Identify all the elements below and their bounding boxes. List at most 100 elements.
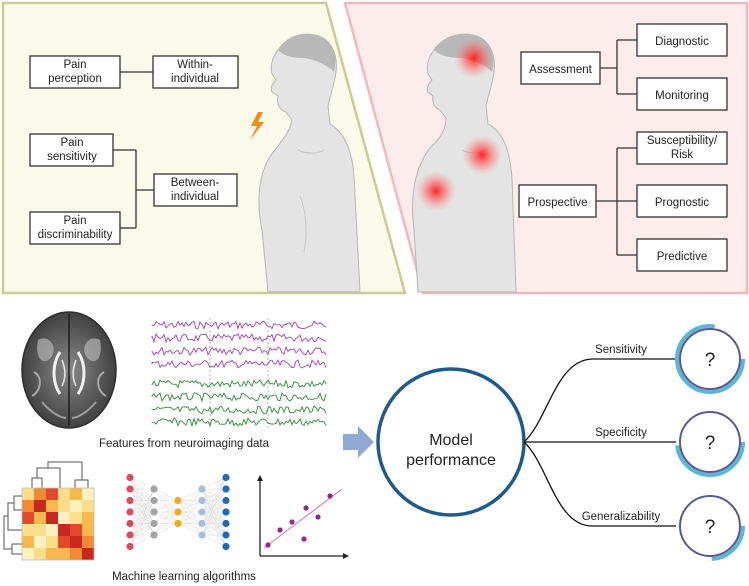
nn-node (150, 496, 158, 505)
diagnostic-label: Diagnostic (655, 36, 709, 48)
nn-connection (201, 523, 227, 536)
susceptibility-box: Susceptibility/ Risk (636, 131, 728, 165)
sensitivity-value: ? (705, 350, 716, 371)
features-caption: Features from neuroimaging data (99, 438, 270, 450)
nn-connection (153, 500, 179, 536)
heatmap-cell (34, 536, 46, 548)
heatmap-cell (58, 536, 70, 548)
pain-perception-line2: perception (48, 73, 102, 85)
nn-connection (129, 477, 155, 490)
heatmap-cell (34, 512, 46, 524)
predictive-box: Predictive (636, 238, 728, 272)
within-individual-line2: individual (171, 73, 219, 85)
nn-node (222, 508, 230, 516)
eeg-channel-trace (151, 392, 327, 403)
nn-connection (129, 500, 155, 547)
nn-node (198, 519, 206, 528)
pain-sensitivity-line1: Pain (60, 137, 83, 149)
pain-perception-line1: Pain (63, 59, 86, 71)
heatmap-cell (70, 536, 82, 548)
susceptibility-line2: Risk (671, 149, 694, 161)
pain-perception-box: Pain perception (29, 55, 121, 89)
nn-node (222, 473, 230, 482)
eeg-channel-trace (151, 320, 327, 331)
predictive-label: Predictive (657, 251, 708, 263)
nn-connection (177, 488, 203, 524)
metric-specificity: Specificity ? (595, 407, 745, 477)
monitoring-label: Monitoring (655, 90, 709, 102)
nn-node (222, 496, 230, 505)
nn-node (150, 485, 158, 493)
pain-discriminability-box: Pain discriminability (29, 211, 121, 245)
eeg-channel-trace (151, 405, 327, 415)
prospective-label: Prospective (527, 197, 587, 209)
right-connectors (596, 39, 637, 256)
nn-connection (201, 477, 227, 536)
nn-connection (201, 477, 227, 524)
eeg-channel-trace (151, 333, 327, 344)
nn-node (150, 519, 158, 528)
nn-connection (129, 488, 155, 536)
model-performance-line2: performance (406, 452, 496, 469)
pain-discriminability-line2: discriminability (38, 229, 113, 241)
heatmap-cell (82, 500, 94, 512)
nn-node (198, 485, 206, 493)
nn-node (198, 531, 206, 539)
between-individual-line1: Between- (171, 177, 220, 189)
nn-node (174, 519, 182, 528)
right-arrow-icon (343, 426, 374, 458)
heatmap-cell (70, 488, 82, 500)
heatmap-cell (58, 548, 70, 560)
nn-connection (201, 534, 227, 547)
nn-connection (201, 500, 227, 536)
heatmap-cell (82, 488, 94, 500)
nn-node (126, 542, 134, 551)
assessment-box: Assessment (520, 51, 601, 85)
monitoring-box: Monitoring (636, 77, 728, 111)
nn-node (150, 508, 158, 516)
ml-caption: Machine learning algorithms (112, 571, 256, 583)
metric-generalizability: Generalizability ? (582, 491, 745, 561)
pain-sensitivity-box: Pain sensitivity (29, 133, 114, 167)
nn-connection (129, 488, 155, 547)
specificity-value: ? (705, 433, 716, 454)
nn-node (198, 508, 206, 516)
heatmap-cell (82, 524, 94, 536)
model-performance-circle: Model performance (376, 367, 526, 517)
heatmap-cell (46, 500, 58, 512)
nn-connection (153, 511, 179, 536)
brain-axial-slice-image (21, 311, 117, 429)
within-individual-line1: Within- (177, 59, 213, 71)
eeg-channel-trace (151, 345, 327, 356)
heatmap-cell (46, 488, 58, 500)
nn-connection (153, 488, 179, 501)
heatmap-cell (46, 536, 58, 548)
nn-node (222, 519, 230, 528)
eeg-channel-trace (151, 358, 327, 369)
heatmap-cell (70, 512, 82, 524)
heatmap-cell (34, 548, 46, 560)
nn-connection (201, 511, 227, 536)
pain-sensitivity-line2: sensitivity (47, 151, 97, 163)
nn-node (174, 508, 182, 516)
heatmap-border (21, 487, 95, 561)
nn-node (222, 485, 230, 493)
scatter-plot-icon (257, 475, 349, 559)
generalizability-label: Generalizability (582, 511, 661, 523)
prospective-box: Prospective (518, 184, 597, 218)
eeg-channel-trace (151, 417, 327, 428)
nn-node (126, 485, 134, 493)
nn-node (126, 531, 134, 539)
heatmap-cell (34, 500, 46, 512)
nn-connection (129, 488, 155, 524)
metric-branch-connectors (523, 358, 676, 527)
susceptibility-line1: Susceptibility/ (647, 135, 718, 147)
nn-connection (153, 500, 179, 524)
nn-node (222, 531, 230, 539)
nn-connection (129, 488, 155, 513)
nn-connection (129, 488, 155, 501)
between-individual-box: Between- individual (153, 173, 238, 207)
metric-sensitivity: Sensitivity ? (595, 324, 745, 394)
diagnostic-box: Diagnostic (636, 23, 728, 57)
